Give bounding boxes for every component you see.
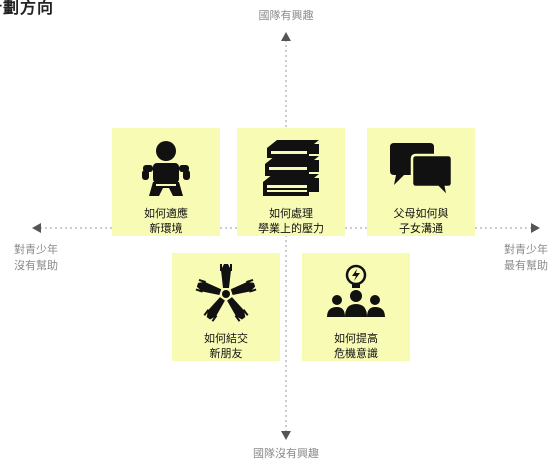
card-label: 如何提高 危機意識 (334, 332, 378, 360)
books-icon (256, 136, 326, 202)
arrow-down-icon (281, 431, 291, 440)
axis-label-right: 對青少年 最有幫助 (504, 243, 548, 272)
card-label: 父母如何與 子女溝通 (393, 207, 449, 235)
card-label: 如何適應 新環境 (144, 207, 188, 235)
arrow-right-icon (531, 223, 540, 233)
card-label: 如何處理 學業上的壓力 (258, 207, 324, 235)
baby-icon (131, 136, 201, 202)
chat-bubbles-icon (386, 136, 456, 202)
card-academic-pressure: 如何處理 學業上的壓力 (237, 128, 345, 236)
arrow-up-icon (281, 32, 291, 41)
hands-circle-icon (191, 261, 261, 327)
card-make-friends: 如何結交 新朋友 (172, 253, 280, 361)
axis-label-left: 對青少年 沒有幫助 (14, 243, 58, 272)
axis-label-top: 國隊有興趣 (258, 9, 314, 22)
arrow-left-icon (32, 223, 41, 233)
team-idea-icon (321, 261, 391, 327)
card-parent-child-communication: 父母如何與 子女溝通 (367, 128, 475, 236)
card-label: 如何結交 新朋友 (204, 332, 248, 360)
card-adapt-environment: 如何適應 新環境 (112, 128, 220, 236)
card-crisis-awareness: 如何提高 危機意識 (302, 253, 410, 361)
page-title: 計劃方向 (0, 0, 55, 17)
axis-label-bottom: 國隊沒有興趣 (253, 447, 319, 460)
